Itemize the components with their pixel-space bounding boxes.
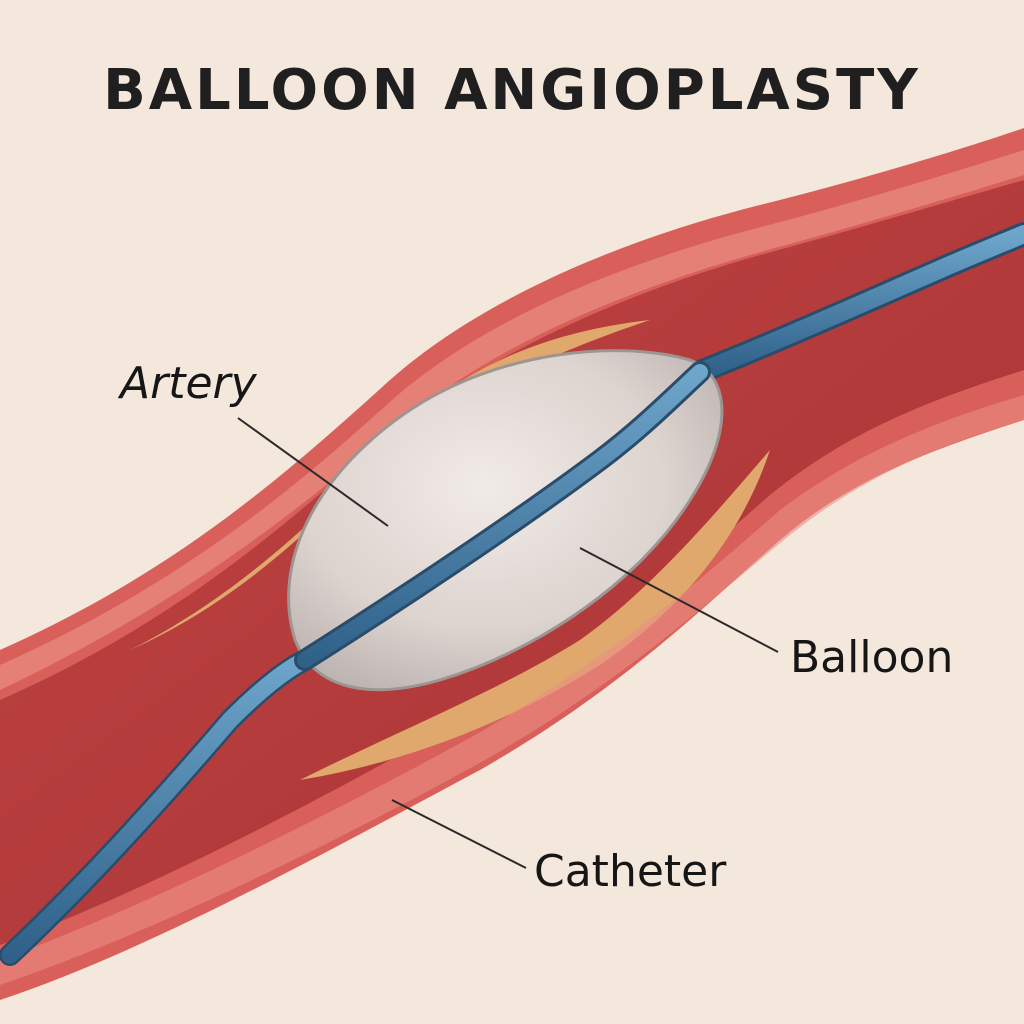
page-title: BALLOON ANGIOPLASTY xyxy=(0,58,1024,123)
balloon-label: Balloon xyxy=(790,632,953,683)
catheter-label: Catheter xyxy=(534,846,726,897)
catheter-leader-line xyxy=(392,800,526,868)
artery-label: Artery xyxy=(120,358,257,409)
